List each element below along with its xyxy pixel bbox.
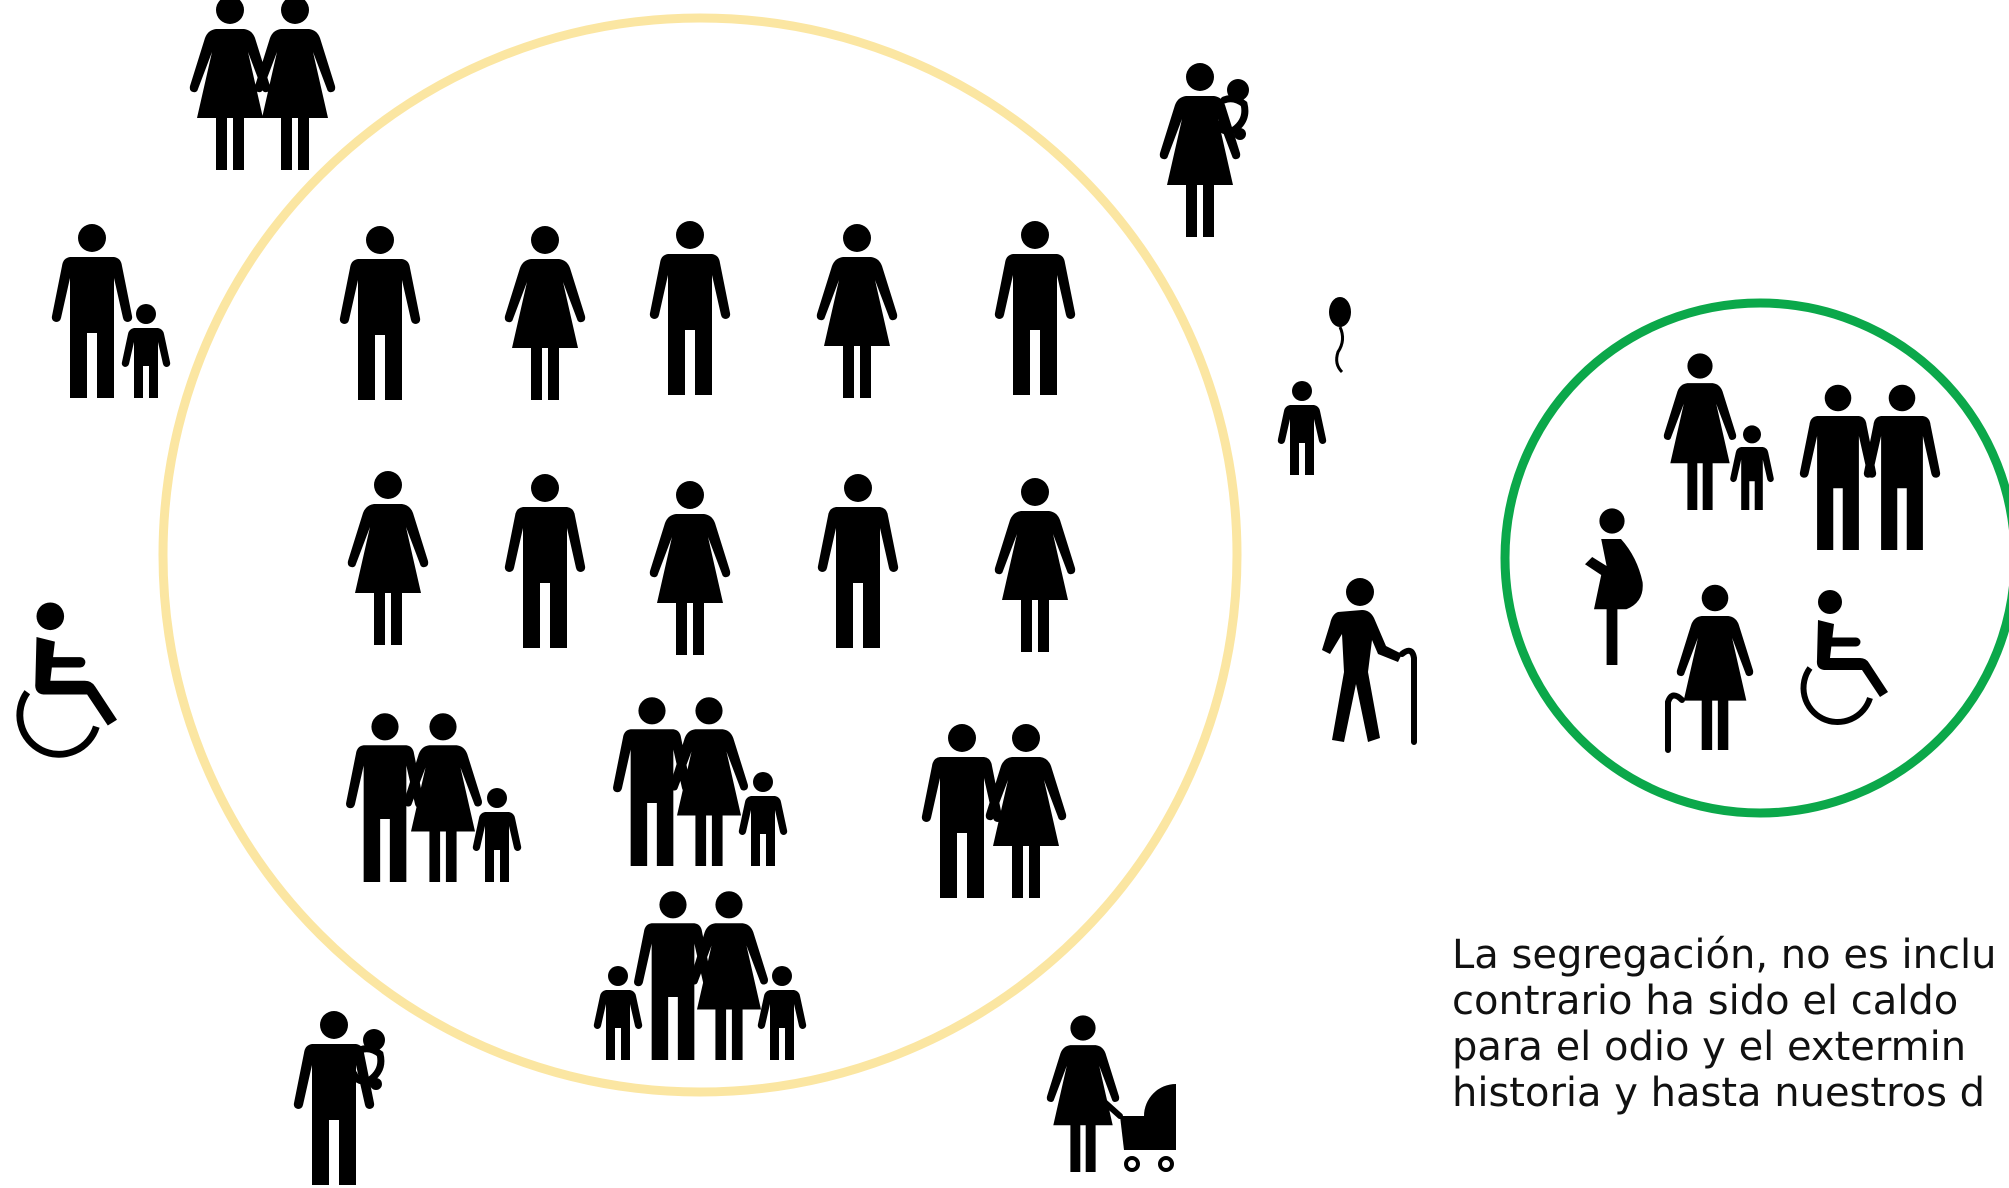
mainstream-circle [158,13,1242,1097]
couple-icon [921,724,1067,898]
man-icon [649,221,731,395]
two-women-icon [189,0,336,170]
woman-icon [504,226,586,400]
caption-line-4: historia y hasta nuestros d [1452,1070,1986,1116]
man-icon [504,474,586,648]
family-icon [593,891,807,1060]
woman-icon [649,481,731,655]
caption-line-3: para el odio y el extermin [1452,1024,1967,1070]
man-icon [994,221,1076,395]
inclusion-circle [1500,298,2009,818]
woman-icon [994,478,1076,652]
woman-carrying-baby-icon [1159,63,1249,237]
mainstream-group [339,221,1076,1060]
woman-icon [347,471,429,645]
wheelchair-user-icon [20,603,117,755]
adult-with-child-icon [1663,353,1774,510]
family-icon [613,697,788,866]
pregnant-woman-icon [1585,508,1643,665]
elderly-with-cane-icon [1322,578,1414,742]
child-with-balloon-icon [1277,295,1353,475]
woman-icon [816,224,898,398]
caption-line-1: La segregación, no es inclu [1452,932,1997,978]
wheelchair-user-icon [1804,590,1888,722]
inclusion-group [1585,353,1941,753]
two-men-icon [1799,384,1941,550]
man-icon [339,226,421,400]
adult-carrying-baby-icon [293,1011,385,1185]
adult-with-child-icon [51,224,171,398]
caption-line-2: contrario ha sido el caldo [1452,978,1959,1024]
caption-text: La segregación, no es inclu contrario ha… [1452,932,2009,1172]
woman-with-stroller-icon [1046,1015,1176,1172]
elderly-woman-with-cane-icon [1665,584,1754,753]
man-icon [817,474,899,648]
family-icon [346,713,522,882]
